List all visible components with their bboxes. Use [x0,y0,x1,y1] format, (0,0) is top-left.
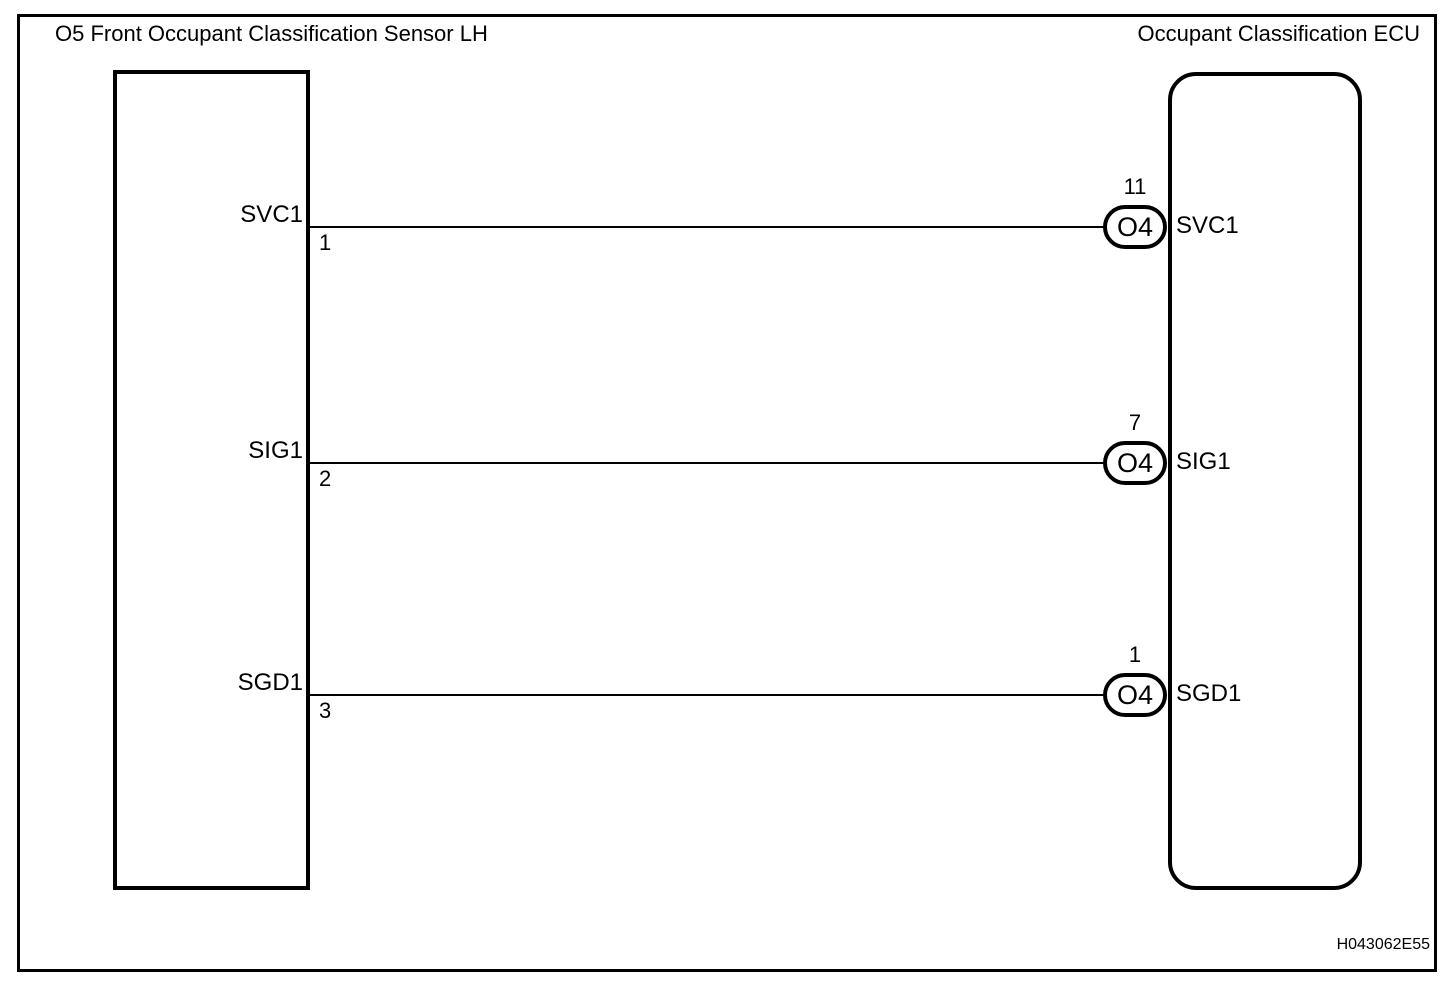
right-pin-number: 7 [1128,410,1142,435]
wire-row: SGD1 3 1 O4 SGD1 [0,635,1456,755]
diagram-frame [17,14,1437,972]
right-pin-label: SIG1 [1176,448,1231,475]
wire-line [310,462,1105,464]
right-pin-label: SGD1 [1176,680,1242,707]
right-pin-number: 11 [1123,174,1147,199]
right-pin-number: 1 [1128,642,1142,667]
right-pin-label: SVC1 [1176,212,1239,239]
wire-line [310,226,1105,228]
left-pin-label: SIG1 [248,437,303,464]
connector-oval: O4 [1103,441,1167,485]
connector-oval: O4 [1103,673,1167,717]
wire-row: SVC1 1 11 O4 SVC1 [0,167,1456,287]
left-pin-number: 3 [319,698,332,723]
wire-row: SIG1 2 7 O4 SIG1 [0,403,1456,523]
sensor-box [113,70,310,890]
connector-oval: O4 [1103,205,1167,249]
left-component-title: O5 Front Occupant Classification Sensor … [55,21,488,46]
left-pin-label: SVC1 [240,201,303,228]
left-pin-label: SGD1 [237,669,303,696]
left-pin-number: 2 [319,466,332,491]
figure-code: H043062E55 [1336,936,1430,953]
right-component-title: Occupant Classification ECU [1137,21,1420,46]
ecu-box [1168,72,1362,890]
wire-line [310,694,1105,696]
left-pin-number: 1 [319,230,332,255]
